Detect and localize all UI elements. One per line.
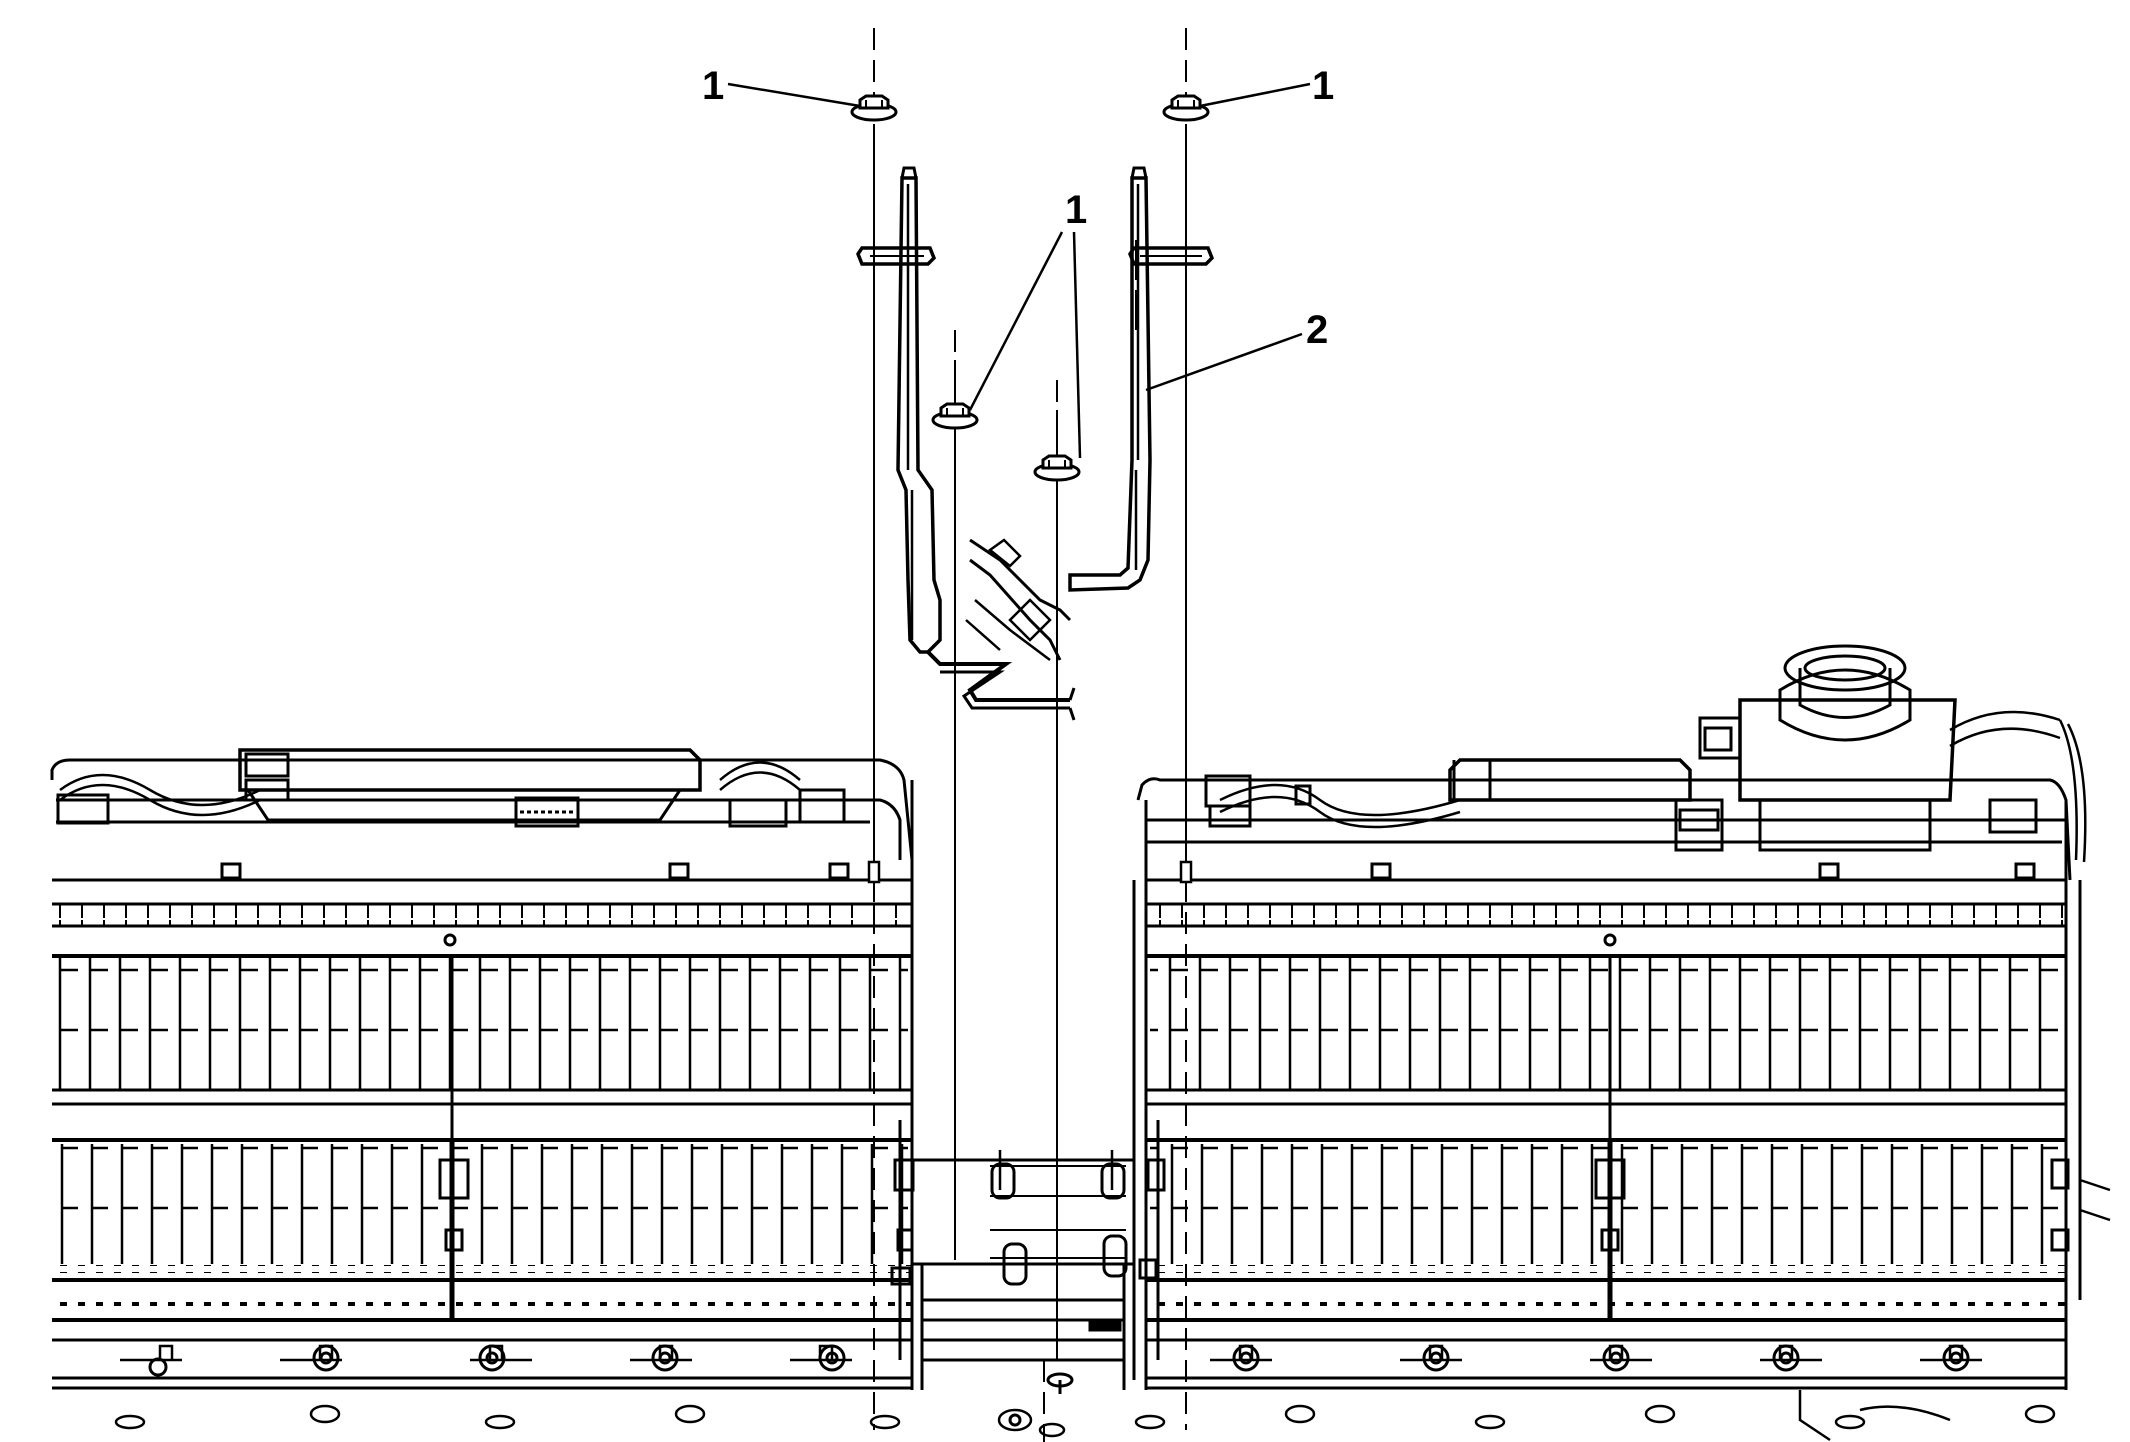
callout-fastener-top-left: 1: [702, 64, 725, 108]
nut-center-right: [1033, 454, 1081, 482]
center-channel: [912, 1150, 1134, 1438]
callout-bracket: 2: [1306, 308, 1329, 352]
left-battery-module: [50, 748, 915, 1430]
fastener-nuts: [850, 94, 1210, 482]
centerlines: [873, 28, 1187, 1442]
leader-lines: [727, 82, 1311, 459]
callout-fastener-center: 1: [1065, 188, 1088, 232]
nut-top-left: [850, 94, 898, 122]
right-battery-module: [1132, 644, 2111, 1442]
nut-top-right: [1162, 94, 1210, 122]
bracket-assembly: [856, 166, 1215, 721]
callout-fastener-top-right: 1: [1312, 64, 1335, 108]
nut-center-left: [931, 402, 979, 430]
